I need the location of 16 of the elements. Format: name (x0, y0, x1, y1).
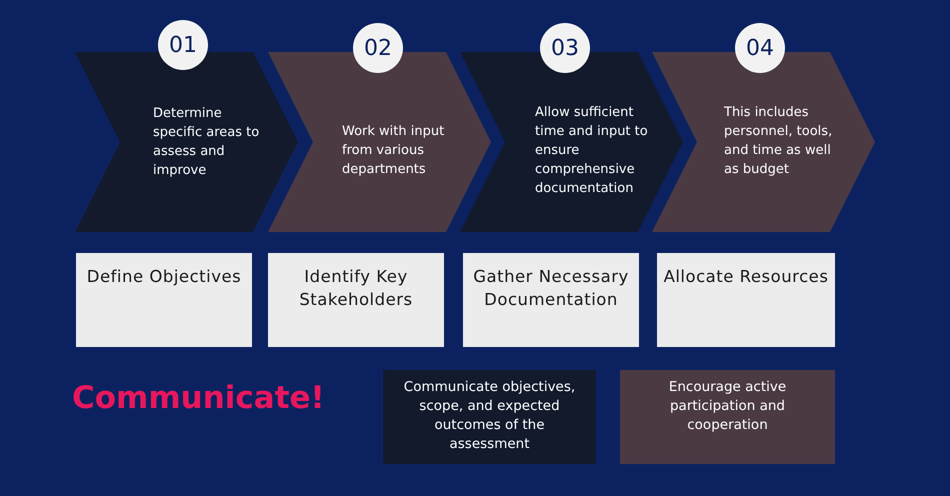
chevron-panel (75, 52, 298, 232)
step-number: 02 (353, 23, 403, 73)
step-title: Define Objectives (76, 253, 252, 347)
note-text: Encourage active participation and cooperation (620, 370, 835, 464)
note-text: Communicate objectives, scope, and expected outcomes of the assessment (383, 370, 596, 464)
step-number: 04 (735, 23, 785, 73)
step-description: Determine specific areas to assess and improve (153, 105, 260, 180)
step-number: 01 (158, 20, 208, 70)
step-title: Identify Key Stakeholders (268, 253, 444, 347)
step-description: This includes personnel, tools, and time as well as budget (724, 104, 834, 179)
step-title: Allocate Resources (657, 253, 835, 347)
step-description: Allow sufficient time and input to ensure comprehensive documentation (535, 104, 649, 198)
heading-text: Communicate! (72, 380, 325, 416)
step-number: 03 (540, 23, 590, 73)
step-title: Gather Necessary Documentation (463, 253, 639, 347)
step-description: Work with input from various departments (342, 123, 446, 179)
